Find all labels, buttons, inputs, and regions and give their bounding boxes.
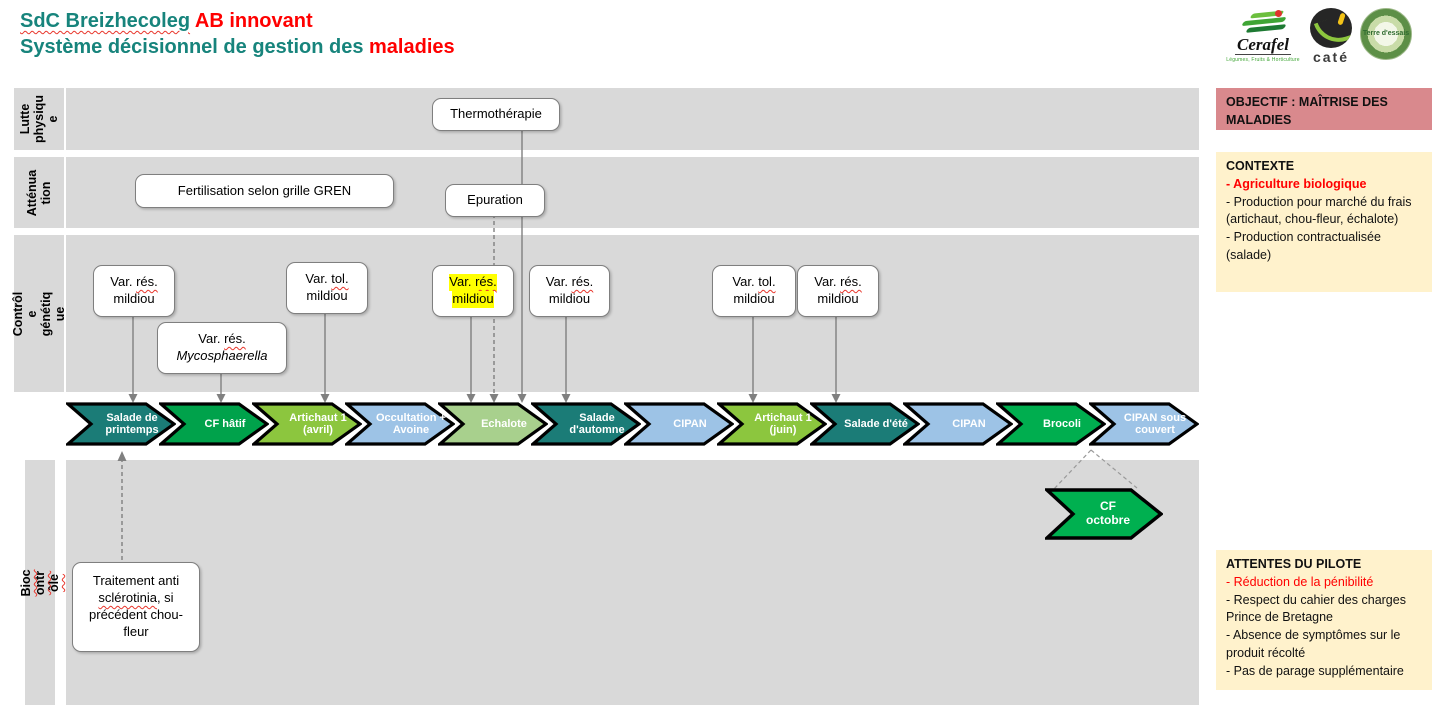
cerafel-wordmark: Cerafel bbox=[1235, 35, 1291, 55]
thermotherapie-box: Thermothérapie bbox=[432, 98, 560, 131]
variety-box-res-mycosphaerella: Var. rés. Mycosphaerella bbox=[157, 322, 287, 374]
cate-leaf-icon bbox=[1313, 13, 1352, 48]
row-label-controle-genetique: Contrôle génétique bbox=[11, 235, 67, 392]
cerafel-logo: Cerafel Légumes, Fruits & Horticulture bbox=[1226, 8, 1300, 63]
variety-box-res-mildiou-3: Var. rés. mildiou bbox=[797, 265, 879, 317]
crop-chevron-artichaut-avril: Artichaut 1 (avril) bbox=[252, 402, 362, 446]
variety-box-tol-mildiou-2: Var. tol. mildiou bbox=[712, 265, 796, 317]
objective-box: OBJECTIF : MAÎTRISE DES MALADIES bbox=[1216, 88, 1432, 130]
row-label-biocontrole: Biocontrôle bbox=[19, 460, 61, 705]
attentes-item-red: - Réduction de la pénibilité bbox=[1226, 574, 1374, 589]
terre-essais-circle-icon: Terre d'essais bbox=[1360, 8, 1412, 60]
cerafel-leaves-icon bbox=[1236, 10, 1290, 36]
contexte-box: CONTEXTE - Agriculture biologique - Prod… bbox=[1216, 152, 1432, 292]
cate-wordmark: caté bbox=[1312, 49, 1350, 65]
variety-box-res-mildiou-highlighted: Var. rés. mildiou bbox=[432, 265, 514, 317]
crop-chevron-salade-ete: Salade d'été bbox=[810, 402, 920, 446]
crop-chevron-cf-hatif: CF hâtif bbox=[159, 402, 269, 446]
band-lutte-physique bbox=[66, 88, 1199, 150]
cerafel-dot-icon bbox=[1275, 10, 1282, 17]
title-line1: SdC Breizhecoleg AB innovant bbox=[20, 8, 455, 34]
cf-octobre-chevron: CF octobre bbox=[1045, 488, 1163, 540]
attentes-item: - Absence de symptômes sur le produit ré… bbox=[1226, 628, 1401, 660]
title-ab-innovant: AB innovant bbox=[194, 10, 313, 32]
band-biocontrole bbox=[66, 460, 1199, 705]
cate-logo: caté bbox=[1305, 8, 1357, 65]
attentes-box: ATTENTES DU PILOTE - Réduction de la pén… bbox=[1216, 550, 1432, 690]
crop-chevron-occultation-avoine: Occultation + Avoine bbox=[345, 402, 455, 446]
attentes-item: - Respect du cahier des charges Prince d… bbox=[1226, 592, 1406, 625]
epuration-box: Epuration bbox=[445, 184, 545, 217]
title-systeme: Système décisionnel de gestion des bbox=[20, 36, 364, 58]
title-line2: Système décisionnel de gestion des malad… bbox=[20, 34, 455, 60]
row-label-attenuation: Atténuation bbox=[14, 157, 64, 228]
variety-box-res-mildiou-1: Var. rés. mildiou bbox=[93, 265, 175, 317]
attentes-item: - Pas de parage supplémentaire bbox=[1226, 663, 1404, 678]
contexte-item-bio: - Agriculture biologique bbox=[1226, 176, 1367, 191]
contexte-title: CONTEXTE bbox=[1226, 159, 1295, 173]
crop-chevron-salade-automne: Salade d'automne bbox=[531, 402, 641, 446]
title-sdc: SdC Breizhecoleg bbox=[20, 10, 191, 32]
crop-chevron-artichaut-juin: Artichaut 1 (juin) bbox=[717, 402, 827, 446]
variety-box-tol-mildiou-1: Var. tol. mildiou bbox=[286, 262, 368, 314]
contexte-item: - Production contractualisée (salade) bbox=[1226, 230, 1381, 262]
crop-chevron-salade-printemps: Salade de printemps bbox=[66, 402, 176, 446]
attentes-title: ATTENTES DU PILOTE bbox=[1226, 557, 1362, 571]
title-maladies: maladies bbox=[369, 36, 455, 58]
biocontrole-note-box: Traitement anti sclérotinia, si précéden… bbox=[72, 562, 200, 652]
crop-chevron-cipan-2: CIPAN bbox=[903, 402, 1013, 446]
terre-essais-logo: Terre d'essais bbox=[1360, 8, 1414, 62]
crop-chevron-echalote: Echalote bbox=[438, 402, 548, 446]
contexte-item: - Production pour marché du frais (artic… bbox=[1226, 194, 1412, 227]
fertilisation-gren-box: Fertilisation selon grille GREN bbox=[135, 174, 394, 208]
row-label-lutte-physique: Lutte physique bbox=[14, 88, 64, 150]
cerafel-tagline: Légumes, Fruits & Horticulture bbox=[1226, 57, 1300, 63]
crop-chevron-cipan-1: CIPAN bbox=[624, 402, 734, 446]
cate-circle-icon bbox=[1310, 8, 1352, 48]
variety-box-res-mildiou-2: Var. rés. mildiou bbox=[529, 265, 610, 317]
crop-chevron-cipan-sous-couvert: CIPAN sous couvert bbox=[1089, 402, 1199, 446]
page-title: SdC Breizhecoleg AB innovant Système déc… bbox=[20, 8, 455, 60]
crop-chevron-brocoli: Brocoli bbox=[996, 402, 1106, 446]
terre-essais-wordmark: Terre d'essais bbox=[1362, 30, 1410, 37]
